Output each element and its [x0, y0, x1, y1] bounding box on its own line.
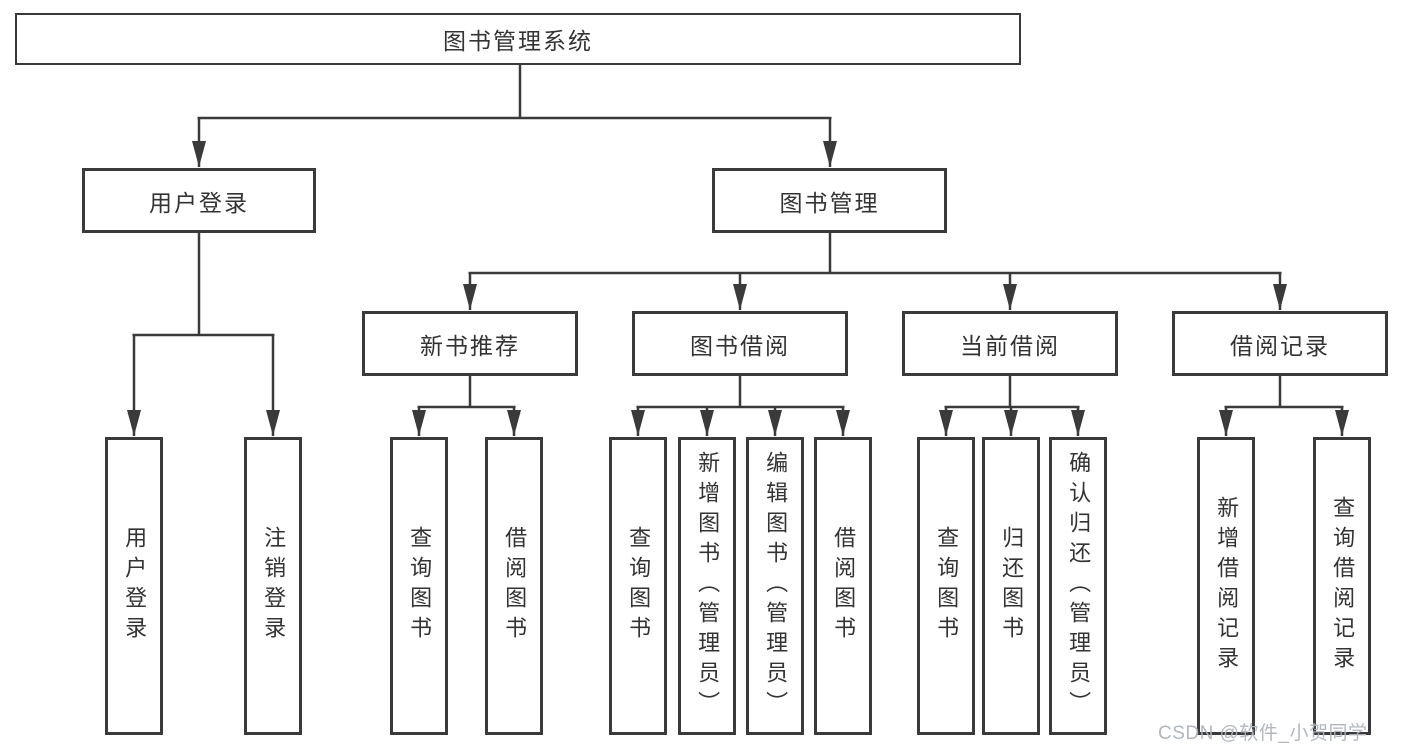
- node-label: 图书管理: [779, 189, 880, 216]
- node-label: 归还图书: [999, 526, 1025, 646]
- node-label: 注销登录: [261, 526, 287, 646]
- node-label: 用户登录: [149, 189, 249, 216]
- node-library-management-system: 图书管理系统: [15, 13, 1021, 65]
- node-user-login: 用户登录: [82, 168, 316, 233]
- node-label: 查询图书: [626, 526, 652, 646]
- node-leaf-query-books-recommend: 查询图书: [390, 437, 448, 735]
- node-leaf-query-books-borrow: 查询图书: [609, 437, 667, 735]
- node-leaf-confirm-return-admin: 确认归还（管理员）: [1049, 437, 1107, 735]
- node-leaf-query-books-current: 查询图书: [917, 437, 975, 735]
- node-leaf-user-login: 用户登录: [105, 437, 163, 735]
- node-leaf-add-borrow-record: 新增借阅记录: [1197, 437, 1255, 735]
- node-label: 查询图书: [407, 526, 433, 646]
- node-new-book-recommendation: 新书推荐: [362, 311, 578, 376]
- node-leaf-logout: 注销登录: [244, 437, 302, 735]
- node-leaf-borrow-books-recommend: 借阅图书: [485, 437, 543, 735]
- node-label: 用户登录: [122, 526, 148, 646]
- node-leaf-query-borrow-record: 查询借阅记录: [1313, 437, 1371, 735]
- watermark-csdn: CSDN @软件_小贺同学: [1158, 723, 1368, 744]
- node-label: 新书推荐: [420, 332, 520, 359]
- node-label: 图书借阅: [690, 332, 790, 359]
- node-book-borrowing: 图书借阅: [632, 311, 848, 376]
- node-leaf-edit-books-admin: 编辑图书（管理员）: [746, 437, 804, 735]
- node-label: 查询借阅记录: [1330, 496, 1356, 676]
- node-leaf-return-books: 归还图书: [982, 437, 1040, 735]
- node-leaf-add-books-admin: 新增图书（管理员）: [678, 437, 736, 735]
- node-leaf-borrow-books: 借阅图书: [814, 437, 872, 735]
- node-label: 借阅记录: [1230, 332, 1330, 359]
- node-label: 确认归还（管理员）: [1066, 451, 1092, 721]
- node-label: 新增借阅记录: [1214, 496, 1240, 676]
- node-borrowing-records: 借阅记录: [1172, 311, 1388, 376]
- node-label: 查询图书: [934, 526, 960, 646]
- node-label: 编辑图书（管理员）: [763, 451, 789, 721]
- node-label: 借阅图书: [502, 526, 528, 646]
- node-label: 新增图书（管理员）: [695, 451, 721, 721]
- node-label: 借阅图书: [831, 526, 857, 646]
- node-book-management: 图书管理: [712, 168, 947, 233]
- node-current-borrowing: 当前借阅: [902, 311, 1118, 376]
- node-label: 当前借阅: [960, 332, 1060, 359]
- node-label: 图书管理系统: [443, 28, 593, 54]
